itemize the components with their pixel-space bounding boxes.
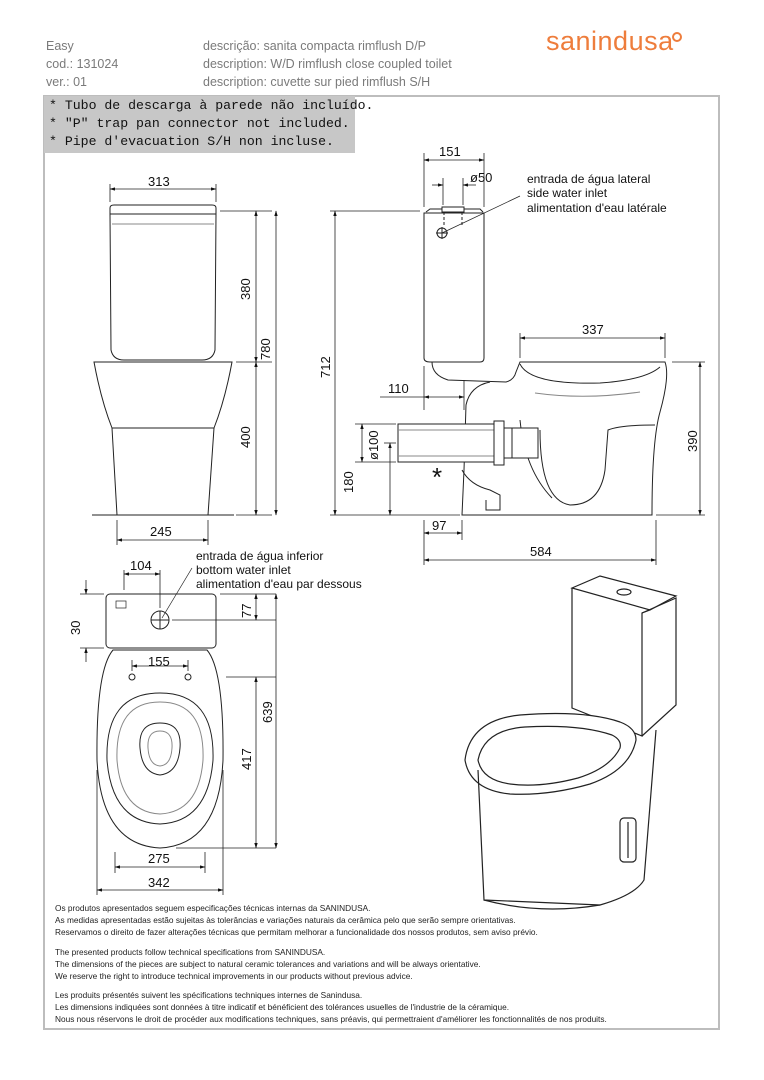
- drawing-frame: [43, 95, 720, 1030]
- dim-30: 30: [68, 621, 83, 635]
- dim-104: 104: [130, 558, 152, 573]
- dim-313: 313: [148, 174, 170, 189]
- bowl-front: [93, 361, 233, 429]
- footer-en-line: The presented products follow technical …: [55, 947, 326, 957]
- footer-fr-line: Nous nous réservons le droit de procéder…: [55, 1013, 607, 1024]
- footer-pt-line: Os produtos apresentados seguem especifi…: [55, 903, 371, 913]
- footer-en: The presented products follow technical …: [55, 947, 481, 982]
- bowl-side: [431, 361, 668, 516]
- dim-97: 97: [432, 518, 446, 533]
- dim-110: 110: [388, 381, 409, 396]
- side-view: [330, 153, 705, 565]
- side-inlet-label-pt: entrada de água lateral: [527, 172, 650, 186]
- bottom-inlet-label-fr: alimentation d'eau par dessous: [196, 577, 362, 591]
- dim-639: 639: [260, 701, 275, 723]
- footer-en-line: The dimensions of the pieces are subject…: [55, 958, 481, 969]
- dim-275: 275: [148, 851, 170, 866]
- header-product-info: Easy cod.: 131024 ver.: 01: [46, 37, 118, 91]
- dim-380: 380: [238, 278, 253, 300]
- footer-pt-line: Reservamos o direito de fazer alterações…: [55, 926, 538, 937]
- bowl-top: [96, 649, 224, 849]
- tank-side: [423, 212, 485, 363]
- bowl-opening: [106, 692, 214, 825]
- description-fr: description: cuvette sur pied rimflush S…: [203, 75, 431, 89]
- pedestal-front: [111, 427, 215, 516]
- dim-77: 77: [239, 604, 254, 618]
- logo-dot-icon: [671, 32, 682, 42]
- product-code: cod.: 131024: [46, 57, 119, 71]
- note-en: * "P" trap pan connector not included.: [49, 116, 350, 131]
- dim-780: 780: [258, 338, 273, 360]
- side-inlet-label-fr: alimentation d'eau latérale: [527, 201, 667, 215]
- dim-342: 342: [148, 875, 170, 890]
- tank-top: [105, 593, 217, 649]
- header-descriptions: descrição: sanita compacta rimflush D/P …: [203, 37, 452, 91]
- asterisk-marker: *: [432, 462, 442, 492]
- dim-390: 390: [685, 430, 700, 452]
- sanindusa-logo: sanindusa: [546, 26, 682, 57]
- note-fr: * Pipe d'evacuation S/H non incluse.: [49, 134, 334, 149]
- dim-151: 151: [439, 144, 461, 159]
- footer-en-line: We reserve the right to introduce techni…: [55, 970, 413, 981]
- perspective-view: [464, 575, 678, 910]
- dim-417: 417: [239, 748, 254, 770]
- dim-180: 180: [341, 471, 356, 493]
- footer-fr-line: Les dimensions indiquées sont données à …: [55, 1001, 510, 1012]
- footer-pt: Os produtos apresentados seguem especifi…: [55, 903, 538, 938]
- bottom-inlet-label-pt: entrada de água inferior: [196, 549, 323, 563]
- dim-712: 712: [318, 356, 333, 378]
- dim-337: 337: [582, 322, 604, 337]
- product-name: Easy: [46, 39, 74, 53]
- dim-d100: ø100: [366, 430, 381, 460]
- bottom-inlet-label-en: bottom water inlet: [196, 563, 291, 577]
- dim-584: 584: [530, 544, 552, 559]
- footer-fr-line: Les produits présentés suivent les spéci…: [55, 990, 363, 1000]
- footer-fr: Les produits présentés suivent les spéci…: [55, 990, 607, 1025]
- tank-lid: [109, 204, 217, 215]
- product-version: ver.: 01: [46, 75, 87, 89]
- dim-400: 400: [238, 426, 253, 448]
- top-view: [80, 567, 278, 895]
- description-en: description: W/D rimflush close coupled …: [203, 57, 452, 71]
- dim-155: 155: [148, 654, 170, 669]
- tank-front: [109, 213, 217, 361]
- footer-pt-line: As medidas apresentadas estão sujeitas à…: [55, 914, 516, 925]
- dim-245: 245: [150, 524, 172, 539]
- dimension-labels: 313 380 780 400 245 151 ø50 entrada de á…: [68, 144, 700, 890]
- front-view: [92, 184, 278, 545]
- description-pt: descrição: sanita compacta rimflush D/P: [203, 39, 427, 53]
- installation-note: * Tubo de descarga à parede não incluído…: [44, 96, 373, 153]
- logo-text: sanindusa: [546, 26, 674, 56]
- dim-d50: ø50: [470, 170, 492, 185]
- side-inlet-label-en: side water inlet: [527, 186, 608, 200]
